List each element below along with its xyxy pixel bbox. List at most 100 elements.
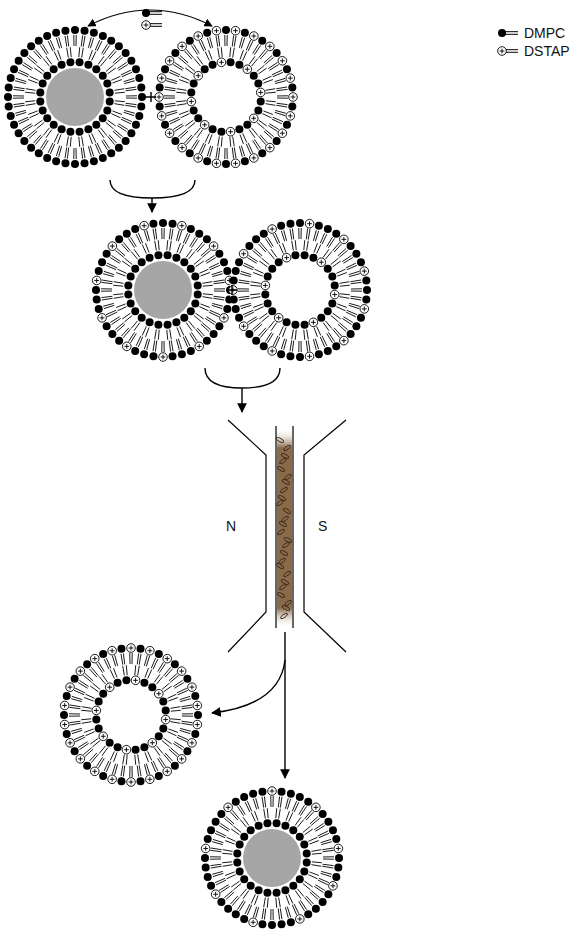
dstap-head <box>261 281 270 290</box>
dstap-head <box>249 918 258 927</box>
dmpc-head <box>39 106 47 114</box>
dmpc-head <box>255 886 263 894</box>
dmpc-head <box>114 679 122 687</box>
dmpc-head <box>319 810 327 818</box>
dmpc-head <box>127 273 135 281</box>
dstap-head <box>122 342 131 351</box>
dmpc-head <box>194 711 202 719</box>
dmpc-head <box>191 299 199 307</box>
dmpc-head <box>115 144 123 152</box>
dstap-head <box>131 676 140 685</box>
dmpc-head <box>249 790 257 798</box>
dmpc-head <box>155 772 163 780</box>
dmpc-head <box>275 258 283 266</box>
dmpc-head <box>309 254 317 262</box>
dmpc-head <box>66 58 74 66</box>
dstap-head <box>60 701 69 710</box>
dmpc-head <box>209 125 217 133</box>
dmpc-head <box>132 746 140 754</box>
dmpc-head <box>315 222 323 230</box>
dmpc-head <box>131 225 139 233</box>
dstap-head <box>177 755 186 764</box>
dstap-head <box>92 276 101 285</box>
dmpc-head <box>257 98 265 106</box>
dstap-head <box>212 159 221 168</box>
dstap-head <box>256 88 265 97</box>
dmpc-head <box>203 337 211 345</box>
dmpc-head <box>286 220 294 228</box>
dmpc-head <box>223 305 231 313</box>
dmpc-head <box>61 27 69 35</box>
coated-nanoparticle <box>4 26 146 168</box>
dmpc-head <box>171 49 179 57</box>
dstap-head <box>92 706 101 715</box>
dmpc-head <box>66 128 74 136</box>
dmpc-head <box>357 258 365 266</box>
dstap-head <box>334 844 343 853</box>
dmpc-head <box>58 125 66 133</box>
dmpc-head <box>92 121 100 129</box>
dmpc-head <box>43 72 51 80</box>
dmpc-head <box>241 29 249 37</box>
dstap-head <box>178 42 187 51</box>
dstap-head <box>148 738 157 747</box>
dmpc-head <box>92 716 100 724</box>
dmpc-head <box>90 157 98 165</box>
dmpc-head <box>146 318 154 326</box>
dmpc-head <box>222 160 230 168</box>
dmpc-head <box>498 29 506 37</box>
dmpc-head <box>124 291 132 299</box>
dmpc-head <box>5 103 13 111</box>
dmpc-head <box>106 88 114 96</box>
dmpc-head <box>131 307 139 315</box>
dmpc-head <box>278 920 286 928</box>
dmpc-head <box>63 730 71 738</box>
dmpc-head <box>191 692 199 700</box>
dmpc-head <box>103 80 111 88</box>
liposome <box>155 26 298 168</box>
dmpc-head <box>159 698 167 706</box>
dmpc-head <box>155 732 163 740</box>
dstap-head <box>122 745 131 754</box>
dmpc-head <box>142 9 150 17</box>
dmpc-head <box>301 251 309 259</box>
dmpc-head <box>277 350 285 358</box>
dstap-head <box>330 290 339 299</box>
dmpc-head <box>217 810 225 818</box>
dmpc-head <box>268 265 276 273</box>
dmpc-head <box>362 296 370 304</box>
dstap-head <box>146 646 155 655</box>
dmpc-head <box>140 743 148 751</box>
dmpc-head <box>187 88 195 96</box>
dmpc-head <box>52 29 60 37</box>
dmpc-head <box>135 112 143 120</box>
dmpc-head <box>138 314 146 322</box>
dstap-head <box>108 646 117 655</box>
dmpc-head <box>7 112 15 120</box>
dmpc-head <box>122 49 130 57</box>
dstap-head <box>99 732 108 741</box>
dmpc-head <box>204 873 212 881</box>
dmpc-head <box>203 235 211 243</box>
dstap-head <box>309 318 318 327</box>
dmpc-head <box>201 854 209 862</box>
merge-bracket <box>205 368 280 388</box>
dmpc-head <box>93 296 101 304</box>
dmpc-head <box>71 160 79 168</box>
dmpc-head <box>240 875 248 883</box>
dmpc-head <box>273 137 281 145</box>
dmpc-head <box>60 711 68 719</box>
dmpc-head <box>137 645 145 653</box>
dmpc-head <box>103 322 111 330</box>
dmpc-head <box>127 299 135 307</box>
dmpc-head <box>250 72 258 80</box>
dmpc-head <box>171 660 179 668</box>
dmpc-head <box>137 777 145 785</box>
dmpc-head <box>324 890 332 898</box>
dstap-head <box>90 654 99 663</box>
dmpc-head <box>71 675 79 683</box>
dmpc-head <box>161 121 169 129</box>
dmpc-head <box>35 37 43 45</box>
dmpc-head <box>131 265 139 273</box>
dstap-head <box>250 32 259 41</box>
